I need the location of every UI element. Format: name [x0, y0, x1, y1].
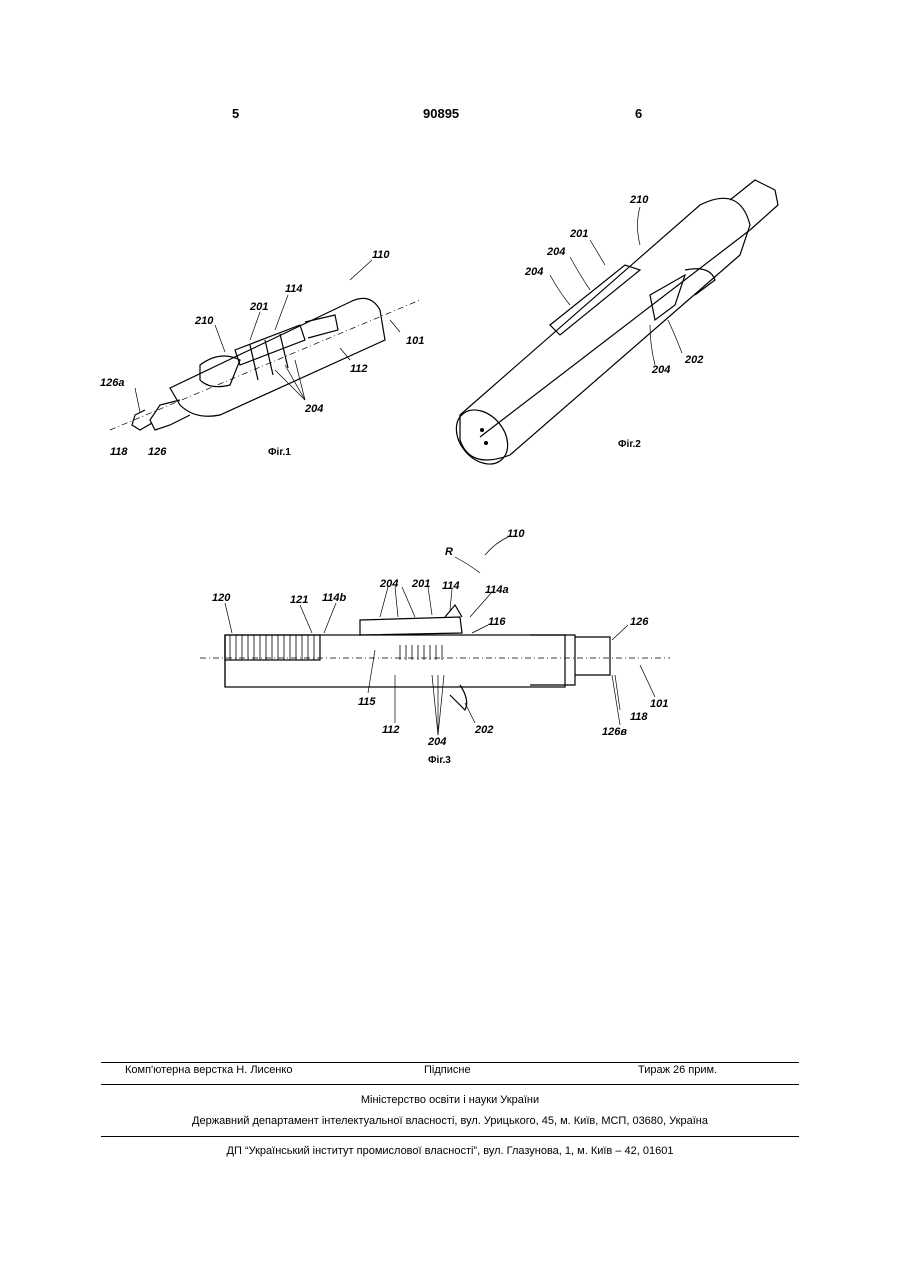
fig1-label-112: 112: [350, 363, 368, 375]
fig3-label-116: 116: [488, 616, 506, 628]
fig3-label-126: 126: [630, 616, 649, 628]
fig1-caption: Фіг.1: [268, 447, 291, 458]
footer-department: Державний департамент інтелектуальної вл…: [101, 1115, 799, 1127]
fig3-caption: Фіг.3: [428, 755, 451, 766]
footer-ministry: Міністерство освіти і науки України: [101, 1094, 799, 1106]
fig1-label-201: 201: [249, 301, 268, 313]
figure-2: 210 201 204 204 202 204 Фіг.2: [450, 175, 790, 465]
fig2-label-204-top: 204: [546, 246, 565, 258]
fig3-label-121: 121: [290, 594, 308, 606]
fig3-label-118: 118: [630, 711, 648, 723]
fig3-label-114a: 114a: [485, 584, 509, 596]
fig3-label-120: 120: [212, 592, 231, 604]
patent-number: 90895: [423, 106, 459, 121]
fig1-label-114: 114: [285, 283, 303, 295]
footer-signed: Підписне: [424, 1064, 471, 1076]
fig3-label-101: 101: [650, 698, 668, 710]
fig2-label-201: 201: [569, 228, 588, 240]
fig1-label-210: 210: [194, 315, 214, 327]
fig3-label-201: 201: [411, 578, 430, 590]
fig3-label-115: 115: [358, 696, 376, 708]
footer-rule-mid: [101, 1084, 799, 1085]
figure-1: 110 114 201 210 101 112 204 126а 118 126…: [100, 240, 440, 470]
fig1-label-204: 204: [304, 403, 323, 415]
fig1-label-126: 126: [148, 446, 167, 458]
fig1-label-126a: 126а: [100, 377, 124, 389]
fig1-label-110: 110: [372, 249, 390, 261]
fig3-label-112: 112: [382, 724, 400, 736]
fig3-label-114: 114: [442, 580, 460, 592]
footer-rule-top: [101, 1062, 799, 1063]
fig3-label-126v: 126в: [602, 726, 627, 738]
fig2-caption: Фіг.2: [618, 439, 641, 450]
fig3-label-204-bottom: 204: [427, 736, 446, 748]
fig3-label-114b: 114b: [322, 592, 347, 604]
footer-rule-bottom: [101, 1136, 799, 1137]
fig3-label-204-top: 204: [379, 578, 398, 590]
footer-institute: ДП “Український інститут промислової вла…: [101, 1145, 799, 1157]
page-number-left: 5: [232, 106, 239, 121]
page-number-right: 6: [635, 106, 642, 121]
fig2-label-210: 210: [629, 194, 649, 206]
fig2-label-204-mid: 204: [524, 266, 543, 278]
fig2-label-204-bottom: 204: [651, 364, 670, 376]
footer-print-run: Тираж 26 прим.: [638, 1064, 717, 1076]
figure-3: 110 R 204 201 114 114a 120 121 114b 116 …: [200, 525, 680, 770]
footer-layout-credit: Комп'ютерна верстка Н. Лисенко: [125, 1064, 292, 1076]
fig3-label-202: 202: [474, 724, 493, 736]
fig2-label-202: 202: [684, 354, 703, 366]
fig3-label-110: 110: [507, 528, 525, 540]
fig1-label-118: 118: [110, 446, 128, 458]
fig1-label-101: 101: [406, 335, 424, 347]
fig3-label-r: R: [445, 546, 453, 558]
